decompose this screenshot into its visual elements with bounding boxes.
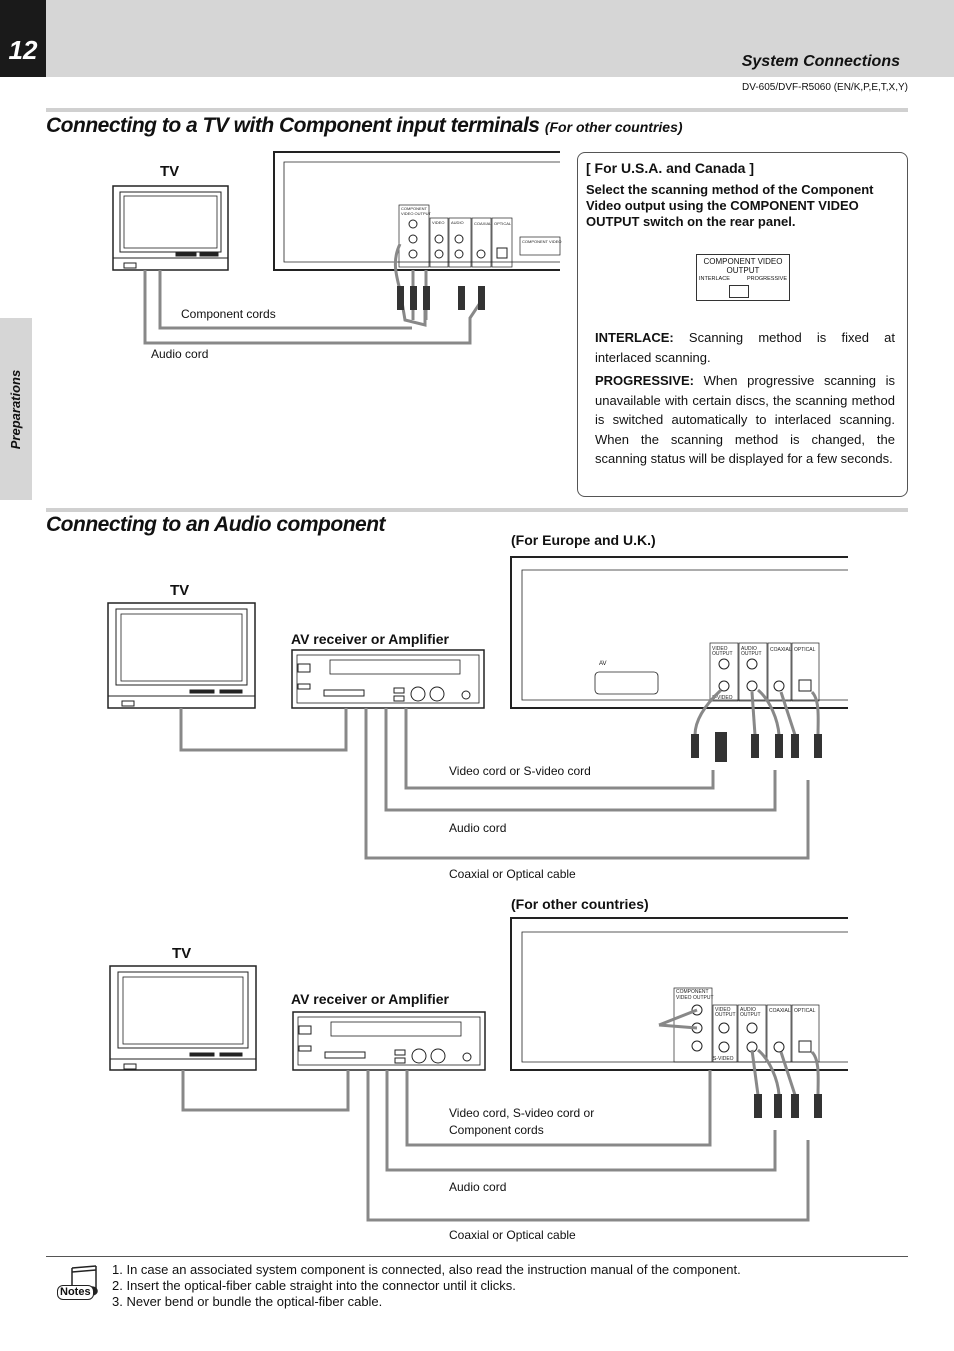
svg-text:OUTPUT: OUTPUT (741, 651, 762, 657)
section2-title: Connecting to an Audio component (46, 513, 386, 536)
svg-text:S-VIDEO: S-VIDEO (712, 695, 733, 701)
tv-label: TV (160, 163, 180, 180)
europe-audio-cord-label: Audio cord (449, 821, 507, 835)
europe-receiver (291, 649, 485, 709)
interlace-text: Scanning method is fixed at interlaced s… (595, 330, 895, 365)
europe-tv-label: TV (170, 582, 190, 599)
europe-cables (179, 688, 820, 860)
component-plugs (397, 286, 485, 310)
svg-text:COMPONENT VIDEO: COMPONENT VIDEO (522, 239, 562, 244)
svg-text:COAXIAL: COAXIAL (769, 1008, 791, 1014)
component-cords-label: Component cords (181, 307, 276, 321)
switch-title: COMPONENT VIDEO OUTPUT (703, 257, 783, 275)
switch-progressive-label: PROGRESSIVE (746, 276, 787, 282)
other-plugs (754, 1094, 822, 1118)
europe-video-cord-label: Video cord or S-video cord (449, 764, 591, 778)
europe-plugs (691, 732, 822, 762)
svg-text:COAXIAL: COAXIAL (474, 221, 492, 226)
svg-text:AUDIO: AUDIO (740, 1007, 756, 1013)
side-tab (0, 318, 32, 500)
section-header: System Connections (741, 53, 900, 70)
svg-text:COAXIAL: COAXIAL (770, 647, 792, 653)
svg-text:AUDIO: AUDIO (451, 220, 464, 225)
section-rule-2 (46, 508, 908, 512)
svg-text:OPTICAL: OPTICAL (794, 647, 816, 653)
progressive-text: When progressive scanning is unavailable… (595, 373, 895, 466)
section1-title-text: Connecting to a TV with Component input … (46, 114, 540, 137)
model-number: DV-605/DVF-R5060 (EN/K,P,E,T,X,Y) (742, 82, 908, 93)
note-item: 2. Insert the optical-fiber cable straig… (112, 1278, 516, 1293)
interlace-term: INTERLACE: (595, 330, 674, 345)
info-box-intro: Select the scanning method of the Compon… (586, 182, 874, 229)
notes-rule (46, 1256, 908, 1257)
svg-text:OUTPUT: OUTPUT (740, 1012, 761, 1018)
svg-text:S-VIDEO: S-VIDEO (713, 1056, 734, 1062)
tv-illustration (112, 185, 229, 271)
interlace-description: INTERLACE: Scanning method is fixed at i… (595, 328, 895, 367)
notes-list: 1. In case an associated system componen… (112, 1262, 741, 1310)
other-cables (181, 1008, 820, 1222)
svg-text:AUDIO: AUDIO (741, 646, 757, 652)
europe-heading: (For Europe and U.K.) (511, 532, 656, 548)
progressive-description: PROGRESSIVE: When progressive scanning i… (595, 371, 895, 469)
usa-canada-info-box (577, 152, 908, 497)
info-box-title: [ For U.S.A. and Canada ] (586, 160, 755, 176)
other-receiver-label: AV receiver or Amplifier (291, 991, 449, 1007)
note-item: 1. In case an associated system componen… (112, 1262, 741, 1277)
section1-subtitle: (For other countries) (544, 119, 683, 135)
europe-video-output-text: VIDEO (712, 646, 728, 652)
svg-text:VIDEO OUTPUT: VIDEO OUTPUT (676, 995, 714, 1001)
svg-text:VIDEO OUTPUT: VIDEO OUTPUT (401, 211, 432, 216)
component-video-switch: COMPONENT VIDEO OUTPUT INTERLACE PROGRES… (696, 254, 790, 301)
europe-player-panel (510, 556, 848, 709)
svg-text:VIDEO: VIDEO (715, 1007, 731, 1013)
europe-receiver-label: AV receiver or Amplifier (291, 631, 449, 647)
other-receiver (292, 1011, 486, 1071)
europe-av-label: AV (599, 661, 607, 667)
svg-text:OUTPUT: OUTPUT (715, 1012, 736, 1018)
other-tv-label: TV (172, 945, 192, 962)
other-video-cord-label-2: Component cords (449, 1123, 544, 1137)
europe-tv (107, 602, 256, 709)
svg-text:VIDEO: VIDEO (432, 220, 444, 225)
europe-coax-label: Coaxial or Optical cable (449, 867, 576, 881)
audio-cord-label: Audio cord (151, 347, 209, 361)
switch-interlace-label: INTERLACE (699, 276, 730, 282)
svg-text:OPTICAL: OPTICAL (494, 221, 512, 226)
component-cables (143, 243, 484, 345)
svg-text:COMPONENT: COMPONENT (676, 989, 709, 995)
notes-icon-label: Notes (57, 1285, 94, 1300)
other-tv (109, 965, 257, 1071)
other-coax-label: Coaxial or Optical cable (449, 1228, 576, 1242)
progressive-term: PROGRESSIVE: (595, 373, 694, 388)
header-bar (0, 0, 954, 77)
switch-slider (729, 285, 749, 298)
note-item: 3. Never bend or bundle the optical-fibe… (112, 1294, 383, 1309)
page-number: 12 (8, 35, 38, 65)
player-rear-panel (273, 151, 561, 271)
page-number-box (0, 0, 46, 77)
other-video-cord-label-1: Video cord, S-video cord or (449, 1106, 595, 1120)
section-rule (46, 108, 908, 112)
svg-text:OUTPUT: OUTPUT (712, 651, 733, 657)
other-heading: (For other countries) (511, 896, 649, 912)
other-audio-cord-label: Audio cord (449, 1180, 507, 1194)
svg-text:OPTICAL: OPTICAL (794, 1008, 816, 1014)
svg-text:COMPONENT: COMPONENT (401, 206, 428, 211)
section1-title: Connecting to a TV with Component input … (46, 114, 683, 138)
